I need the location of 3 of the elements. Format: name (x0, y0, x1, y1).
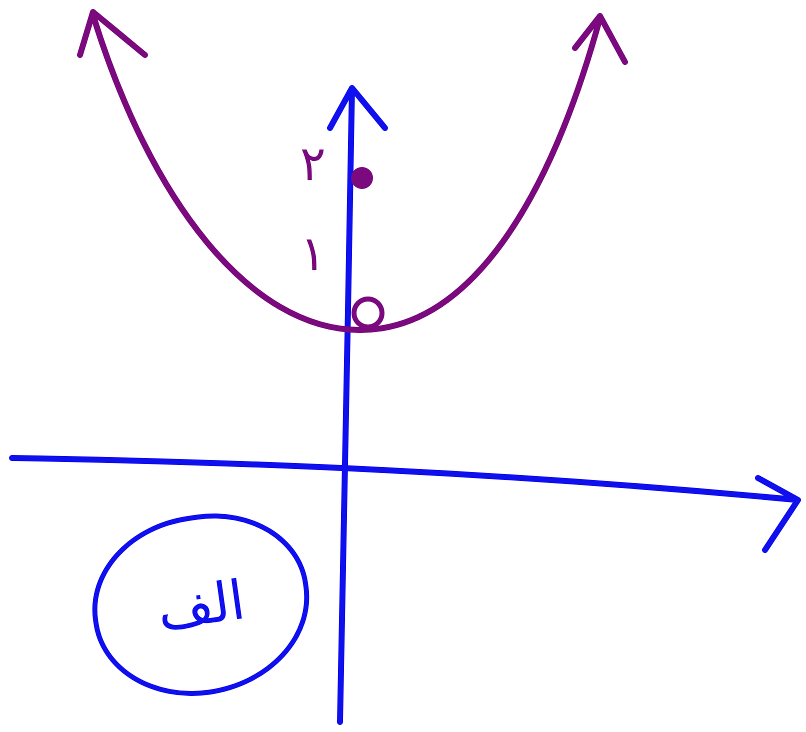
part-label: الف (153, 568, 249, 642)
axis-label: ۱ (300, 230, 326, 278)
axis-label: ۲ (300, 140, 326, 188)
